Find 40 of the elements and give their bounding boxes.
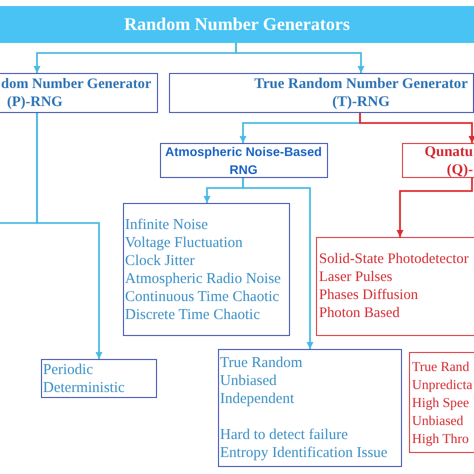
list-item: True Rand — [412, 358, 470, 376]
title-text: Random Number Generators — [124, 14, 350, 35]
list-item: Atmospheric Radio Noise — [125, 270, 281, 288]
list-item: Voltage Fluctuation — [125, 234, 243, 252]
list-item: True Random — [220, 354, 302, 372]
list-item: Infinite Noise — [125, 216, 208, 234]
list-item: Continuous Time Chaotic — [125, 288, 280, 306]
arrow — [359, 113, 474, 143]
box-heading: dom Number Generator (P)-RNG — [1, 75, 152, 111]
list-item: Deterministic — [43, 379, 125, 397]
list-item: Solid-State Photodetector — [319, 250, 469, 268]
list-item: High Spee — [412, 394, 470, 412]
list-item: Clock Jitter — [125, 252, 195, 270]
arrow — [396, 178, 473, 237]
list-box — [316, 237, 474, 336]
list-item: Unbiased — [220, 372, 277, 390]
list-box — [41, 359, 157, 398]
arrow — [235, 43, 364, 73]
list-box — [218, 349, 402, 467]
title-bar — [0, 6, 474, 43]
category-box — [402, 143, 474, 178]
box-heading: Atmospheric Noise-Based RNG — [164, 144, 323, 178]
arrow — [242, 178, 314, 349]
list-item: Unbiased — [412, 412, 464, 430]
list-item: Periodic — [43, 361, 93, 379]
list-item: Laser Pulses — [319, 268, 392, 286]
list-box — [409, 352, 474, 453]
list-box — [123, 203, 290, 336]
box-heading: Qunatu (Q)- — [423, 142, 473, 178]
box-heading: True Random Number Generator (T)-RNG — [253, 75, 469, 111]
list-item: Entropy Identification Issue — [220, 444, 388, 462]
category-box — [169, 73, 474, 113]
list-item: Discrete Time Chaotic — [125, 306, 260, 324]
list-item: Independent — [220, 390, 294, 408]
list-item: Unpredicta — [412, 376, 472, 394]
list-item: Photon Based — [319, 304, 400, 322]
connector-line — [0, 113, 38, 224]
list-item: Hard to detect failure — [220, 426, 348, 444]
list-item: High Thro — [412, 430, 469, 448]
list-item: Phases Diffusion — [319, 286, 418, 304]
